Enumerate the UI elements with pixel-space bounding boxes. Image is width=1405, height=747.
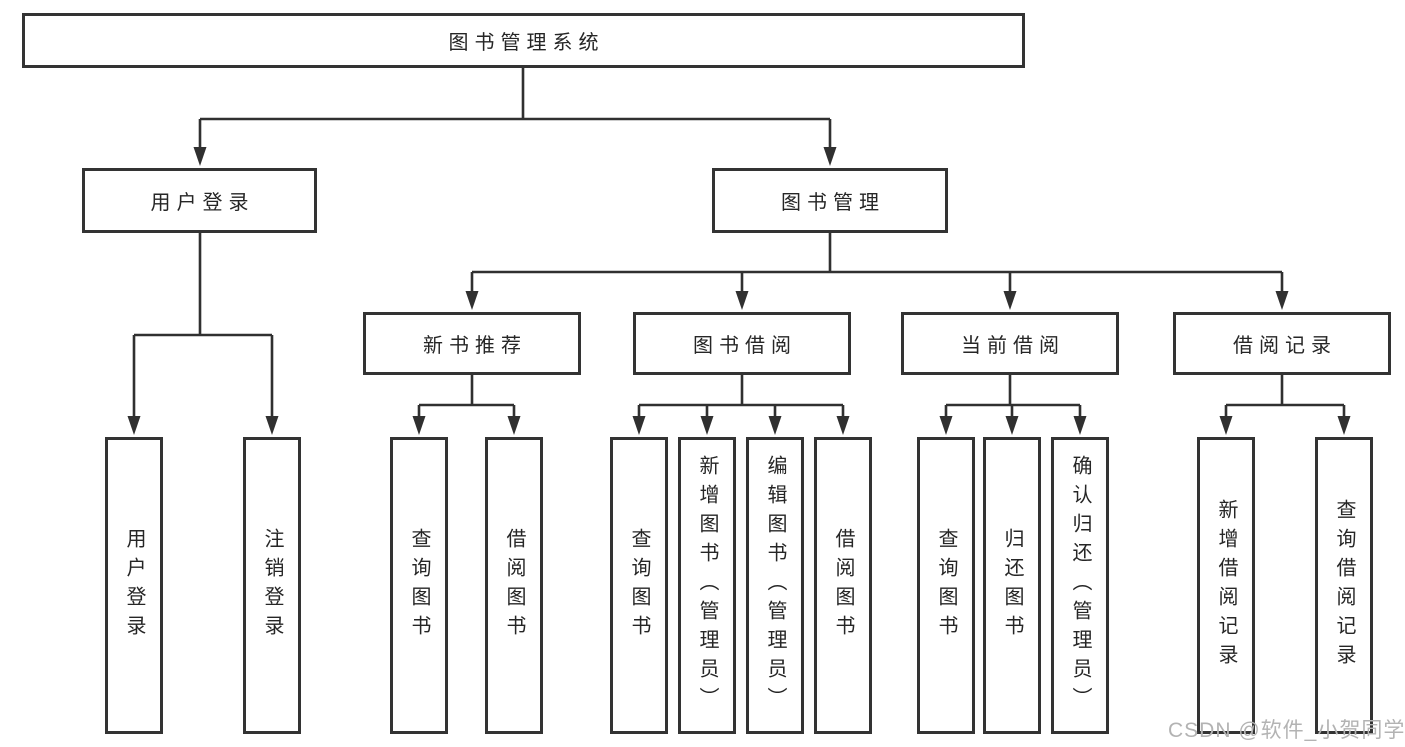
node-book-borrow: 图书借阅 xyxy=(633,312,851,375)
leaf-return-book: 归还图书 xyxy=(983,437,1041,734)
leaf-return-book-label: 归还图书 xyxy=(1001,527,1023,644)
leaf-borrow-books: 借阅图书 xyxy=(814,437,872,734)
leaf-query-borrow-record-label: 查询借阅记录 xyxy=(1333,498,1355,673)
leaf-query-books-borrow-label: 查询图书 xyxy=(628,527,650,644)
node-book-management: 图书管理 xyxy=(712,168,948,233)
node-root-system: 图书管理系统 xyxy=(22,13,1025,68)
leaf-confirm-return-admin: 确认归还（管理员） xyxy=(1051,437,1109,734)
connector-borrow-to-leaves xyxy=(637,375,845,423)
connector-records-to-leaves xyxy=(1224,375,1346,423)
leaf-query-books-current-label: 查询图书 xyxy=(935,527,957,644)
leaf-query-books-borrow: 查询图书 xyxy=(610,437,668,734)
leaf-add-borrow-record-label: 新增借阅记录 xyxy=(1215,498,1237,673)
connector-current-to-leaves xyxy=(944,375,1082,423)
connector-login-to-leaves xyxy=(132,233,274,423)
leaf-query-books-recommend: 查询图书 xyxy=(390,437,448,734)
leaf-borrow-books-label: 借阅图书 xyxy=(832,527,854,644)
leaf-borrow-books-recommend: 借阅图书 xyxy=(485,437,543,734)
leaf-borrow-books-recommend-label: 借阅图书 xyxy=(503,527,525,644)
node-borrow-records: 借阅记录 xyxy=(1173,312,1391,375)
arrowheads xyxy=(127,147,1351,435)
node-current-borrow: 当前借阅 xyxy=(901,312,1119,375)
connector-manage-to-level3 xyxy=(470,233,1284,298)
leaf-confirm-return-admin-label: 确认归还（管理员） xyxy=(1069,455,1091,716)
csdn-watermark: CSDN @软件_小贺同学 xyxy=(1168,719,1405,742)
leaf-add-book-admin-label: 新增图书（管理员） xyxy=(696,455,718,716)
node-user-login: 用户登录 xyxy=(82,168,317,233)
leaf-query-books-current: 查询图书 xyxy=(917,437,975,734)
leaf-query-books-recommend-label: 查询图书 xyxy=(408,527,430,644)
leaf-add-book-admin: 新增图书（管理员） xyxy=(678,437,736,734)
node-new-book-recommend: 新书推荐 xyxy=(363,312,581,375)
leaf-query-borrow-record: 查询借阅记录 xyxy=(1315,437,1373,734)
leaf-user-login-label: 用户登录 xyxy=(123,527,145,644)
leaf-edit-book-admin-label: 编辑图书（管理员） xyxy=(764,455,786,716)
leaf-add-borrow-record: 新增借阅记录 xyxy=(1197,437,1255,734)
connector-recommend-to-leaves xyxy=(417,375,516,423)
leaf-user-login: 用户登录 xyxy=(105,437,163,734)
leaf-logout-login-label: 注销登录 xyxy=(261,527,283,644)
leaf-edit-book-admin: 编辑图书（管理员） xyxy=(746,437,804,734)
leaf-logout-login: 注销登录 xyxy=(243,437,301,734)
connector-root-to-level2 xyxy=(198,68,832,153)
